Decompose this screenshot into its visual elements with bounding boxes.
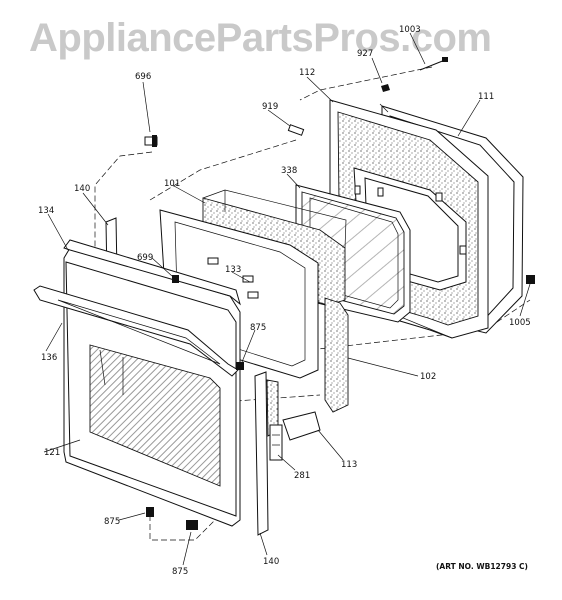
part-919-spacer [287, 124, 305, 136]
callout-111: 111 [478, 92, 494, 102]
callout-696: 696 [135, 72, 151, 82]
callout-101: 101 [164, 179, 180, 189]
part-875-screw-left [146, 507, 154, 517]
part-1005-screw [526, 275, 535, 284]
callout-875-left: 875 [104, 517, 120, 527]
part-134-door-top-trim [63, 239, 241, 306]
callout-102: 102 [420, 372, 436, 382]
callout-875-mid: 875 [250, 323, 266, 333]
callout-134: 134 [38, 206, 54, 216]
part-1003-screw [419, 57, 448, 71]
part-927-washer [381, 84, 390, 92]
part-875-screw-mid [236, 362, 244, 370]
part-281-hinge [269, 424, 283, 461]
callout-133: 133 [225, 265, 241, 275]
callout-919: 919 [262, 102, 278, 112]
callout-113: 113 [341, 460, 357, 470]
part-121-outer-door [63, 247, 241, 527]
part-102-side-trim [324, 297, 349, 413]
callout-927: 927 [357, 49, 373, 59]
callout-875-bottom: 875 [172, 567, 188, 577]
callout-1005: 1005 [509, 318, 531, 328]
part-696-screw [144, 135, 158, 147]
callout-121: 121 [44, 448, 60, 458]
callout-140-bottom: 140 [263, 557, 279, 567]
callout-338: 338 [281, 166, 297, 176]
callout-112: 112 [299, 68, 315, 78]
part-113-hinge-bracket [282, 411, 321, 441]
callout-281: 281 [294, 471, 310, 481]
callout-136: 136 [41, 353, 57, 363]
part-699-screw [172, 275, 179, 283]
callout-699: 699 [137, 253, 153, 263]
callout-140-top: 140 [74, 184, 90, 194]
part-140-right-trim-strip [254, 371, 279, 536]
art-number: (ART NO. WB12793 C) [436, 562, 528, 571]
part-875-screw-bottom [186, 520, 198, 530]
callout-leader-lines [43, 32, 531, 566]
watermark-text: AppliancePartsPros.com [29, 16, 492, 60]
callout-1003: 1003 [399, 25, 421, 35]
